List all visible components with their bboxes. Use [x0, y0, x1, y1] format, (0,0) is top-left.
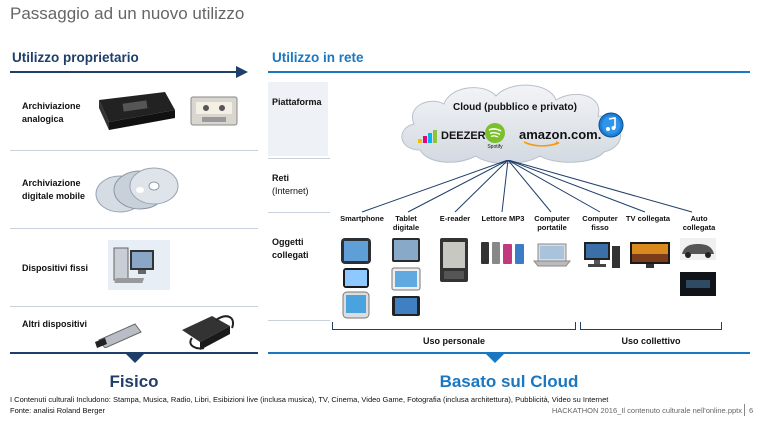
row-label-line1: Altri dispositivi — [22, 319, 88, 329]
slide-footer: HACKATHON 2016_Il contenuto culturale ne… — [551, 406, 742, 415]
right-header-line — [268, 71, 750, 73]
row-label-line2: collegati — [272, 250, 309, 260]
device-label-line1: Lettore MP3 — [481, 214, 525, 223]
down-arrow-icon — [484, 352, 506, 363]
slide-title: Passaggio ad un nuovo utilizzo — [10, 4, 245, 23]
smartphone-icons — [341, 238, 371, 319]
footer-separator — [744, 404, 745, 416]
page-number: 6 — [749, 406, 754, 415]
device-label-line2: collegata — [682, 223, 716, 232]
tablet-icons — [391, 238, 421, 316]
power-adapter-icon — [182, 315, 234, 350]
row-label-line1: Archiviazione — [22, 178, 81, 188]
row-label-line2: analogica — [22, 114, 64, 124]
row-dispositivi-fissi: Dispositivi fissi — [22, 262, 88, 275]
right-section-header: Utilizzo in rete — [272, 50, 364, 65]
device-label-line2: digitale — [392, 223, 420, 232]
desktop-computer-icon — [108, 240, 170, 290]
device-label-line1: TV collegata — [625, 214, 671, 223]
device-label-line1: Smartphone — [340, 214, 384, 223]
row-label-line2: (Internet) — [272, 186, 309, 196]
device-label-mp3: Lettore MP3 — [478, 214, 528, 223]
row-label-line1: Reti — [272, 173, 290, 183]
row-archiviazione-analogica: Archiviazione analogica — [22, 100, 81, 126]
device-label-tablet: Tablet digitale — [386, 214, 426, 232]
right-arrow-icon — [236, 66, 248, 78]
row-label-line1: Oggetti — [272, 237, 304, 247]
personal-use-label: Uso personale — [422, 336, 486, 346]
row-divider — [10, 150, 258, 151]
deezer-bars-icon — [418, 130, 437, 143]
footer-left-heading: Fisico — [109, 372, 159, 391]
row-divider — [268, 158, 330, 159]
connected-car-icons — [680, 238, 716, 296]
device-label-line1: E-reader — [439, 214, 471, 223]
desktop-pc-icon — [584, 242, 620, 268]
device-label-connected-tv: TV collegata — [622, 214, 674, 223]
amazon-logo: amazon.com. — [519, 127, 602, 142]
device-label-line1: Computer — [534, 214, 570, 223]
spotify-logo-text: Spotify — [487, 144, 503, 150]
device-label-line1: Tablet — [395, 214, 417, 223]
row-divider — [268, 212, 330, 213]
device-label-line2: fisso — [591, 223, 609, 232]
row-archiviazione-digitale-mobile: Archiviazione digitale mobile — [22, 177, 85, 203]
source-note: Fonte: analisi Roland Berger — [10, 406, 106, 415]
ereader-icon — [440, 238, 468, 282]
row-label-line1: Archiviazione — [22, 101, 81, 111]
device-label-line1: Computer — [582, 214, 618, 223]
device-label-line1: Auto — [690, 214, 708, 223]
connected-tv-icon — [630, 242, 670, 268]
row-label-line1: Dispositivi fissi — [22, 263, 89, 273]
device-label-connected-car: Auto collegata — [676, 214, 722, 232]
cd-discs-icon — [95, 167, 179, 213]
row-oggetti-collegati: Oggetti collegati — [272, 236, 309, 262]
footer-right-heading: Basato sul Cloud — [439, 372, 579, 391]
amazon-smile-icon — [523, 141, 560, 147]
spotify-icon — [485, 123, 505, 143]
collective-use-bracket — [580, 322, 722, 330]
down-arrow-icon — [124, 352, 146, 363]
network-lines — [361, 160, 693, 213]
row-bg-piattaforma — [268, 82, 328, 156]
cloud-label: Cloud (pubblico e privato) — [453, 102, 577, 113]
row-divider — [10, 228, 258, 229]
right-bottom-line — [268, 352, 750, 354]
device-label-ereader: E-reader — [434, 214, 476, 223]
row-piattaforma: Piattaforma — [272, 97, 322, 107]
cloud-shape — [401, 84, 622, 164]
device-label-laptop: Computer portatile — [530, 214, 574, 232]
row-divider — [268, 320, 330, 321]
mp3-player-icons — [481, 242, 524, 264]
itunes-icon — [598, 112, 624, 138]
audio-cassette-icon — [190, 96, 238, 126]
left-section-header: Utilizzo proprietario — [12, 50, 139, 65]
row-reti: Reti (Internet) — [272, 172, 309, 198]
vhs-cassette-icon — [99, 92, 175, 130]
device-label-desktop: Computer fisso — [578, 214, 622, 232]
laptop-icon — [532, 243, 572, 267]
deezer-logo: DEEZER — [441, 130, 486, 142]
footnote: I Contenuti culturali Includono: Stampa,… — [10, 395, 609, 404]
row-label-line2: digitale mobile — [22, 191, 86, 201]
collective-use-label: Uso collettivo — [621, 336, 681, 346]
usb-stick-icon — [95, 323, 142, 348]
left-header-arrow-line — [10, 71, 240, 73]
row-altri-dispositivi: Altri dispositivi — [22, 318, 87, 331]
device-label-line2: portatile — [537, 223, 567, 232]
personal-use-bracket — [332, 322, 576, 330]
device-label-smartphone: Smartphone — [336, 214, 388, 223]
row-divider — [10, 306, 258, 307]
